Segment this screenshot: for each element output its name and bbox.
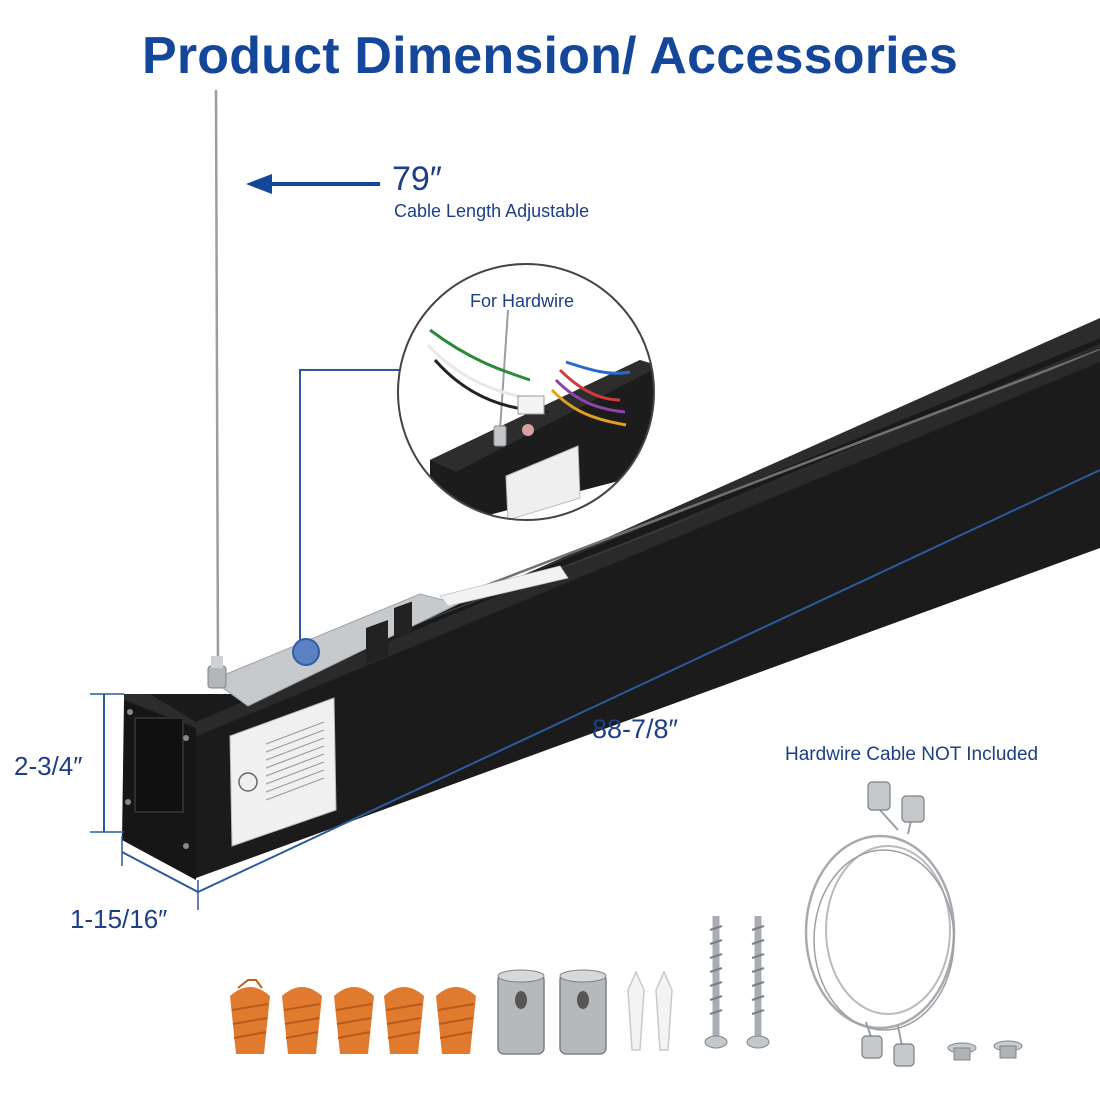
hardwire-cable-note: Hardwire Cable NOT Included [785,744,1039,765]
wire-nut-icon [230,979,270,1054]
wire-nut-icon [282,987,322,1054]
cable-length-caption: Cable Length Adjustable [394,201,590,221]
hardwire-detail-inset [397,263,655,521]
width-dimension-line [121,836,199,910]
height-dimension: 2-3/4″ [14,751,83,781]
wire-nut-icon [436,987,476,1054]
wire-nut-icon [334,987,374,1054]
length-dimension-line [197,469,1100,893]
ceiling-canopy-icon [559,969,607,1055]
cable-length-value: 79″ [392,160,442,198]
suspension-cable [214,89,220,669]
length-dimension: 88-7/8″ [592,714,679,744]
wall-anchor-icon [627,970,673,1051]
screw-icon [746,916,770,1049]
cable-length-arrow [246,174,380,194]
hardwire-label: For Hardwire [470,291,575,311]
ceiling-canopy-icon [497,969,545,1055]
screw-icon [704,916,728,1049]
height-dimension-line [90,693,124,833]
cable-kit-icon [804,781,956,1067]
callout-line [299,369,400,640]
page-title: Product Dimension/ Accessories [141,27,959,85]
set-screw-icon [947,1040,1023,1061]
width-dimension: 1-15/16″ [70,904,168,934]
wire-nut-icon [384,987,424,1054]
linear-fixture [122,318,1100,880]
